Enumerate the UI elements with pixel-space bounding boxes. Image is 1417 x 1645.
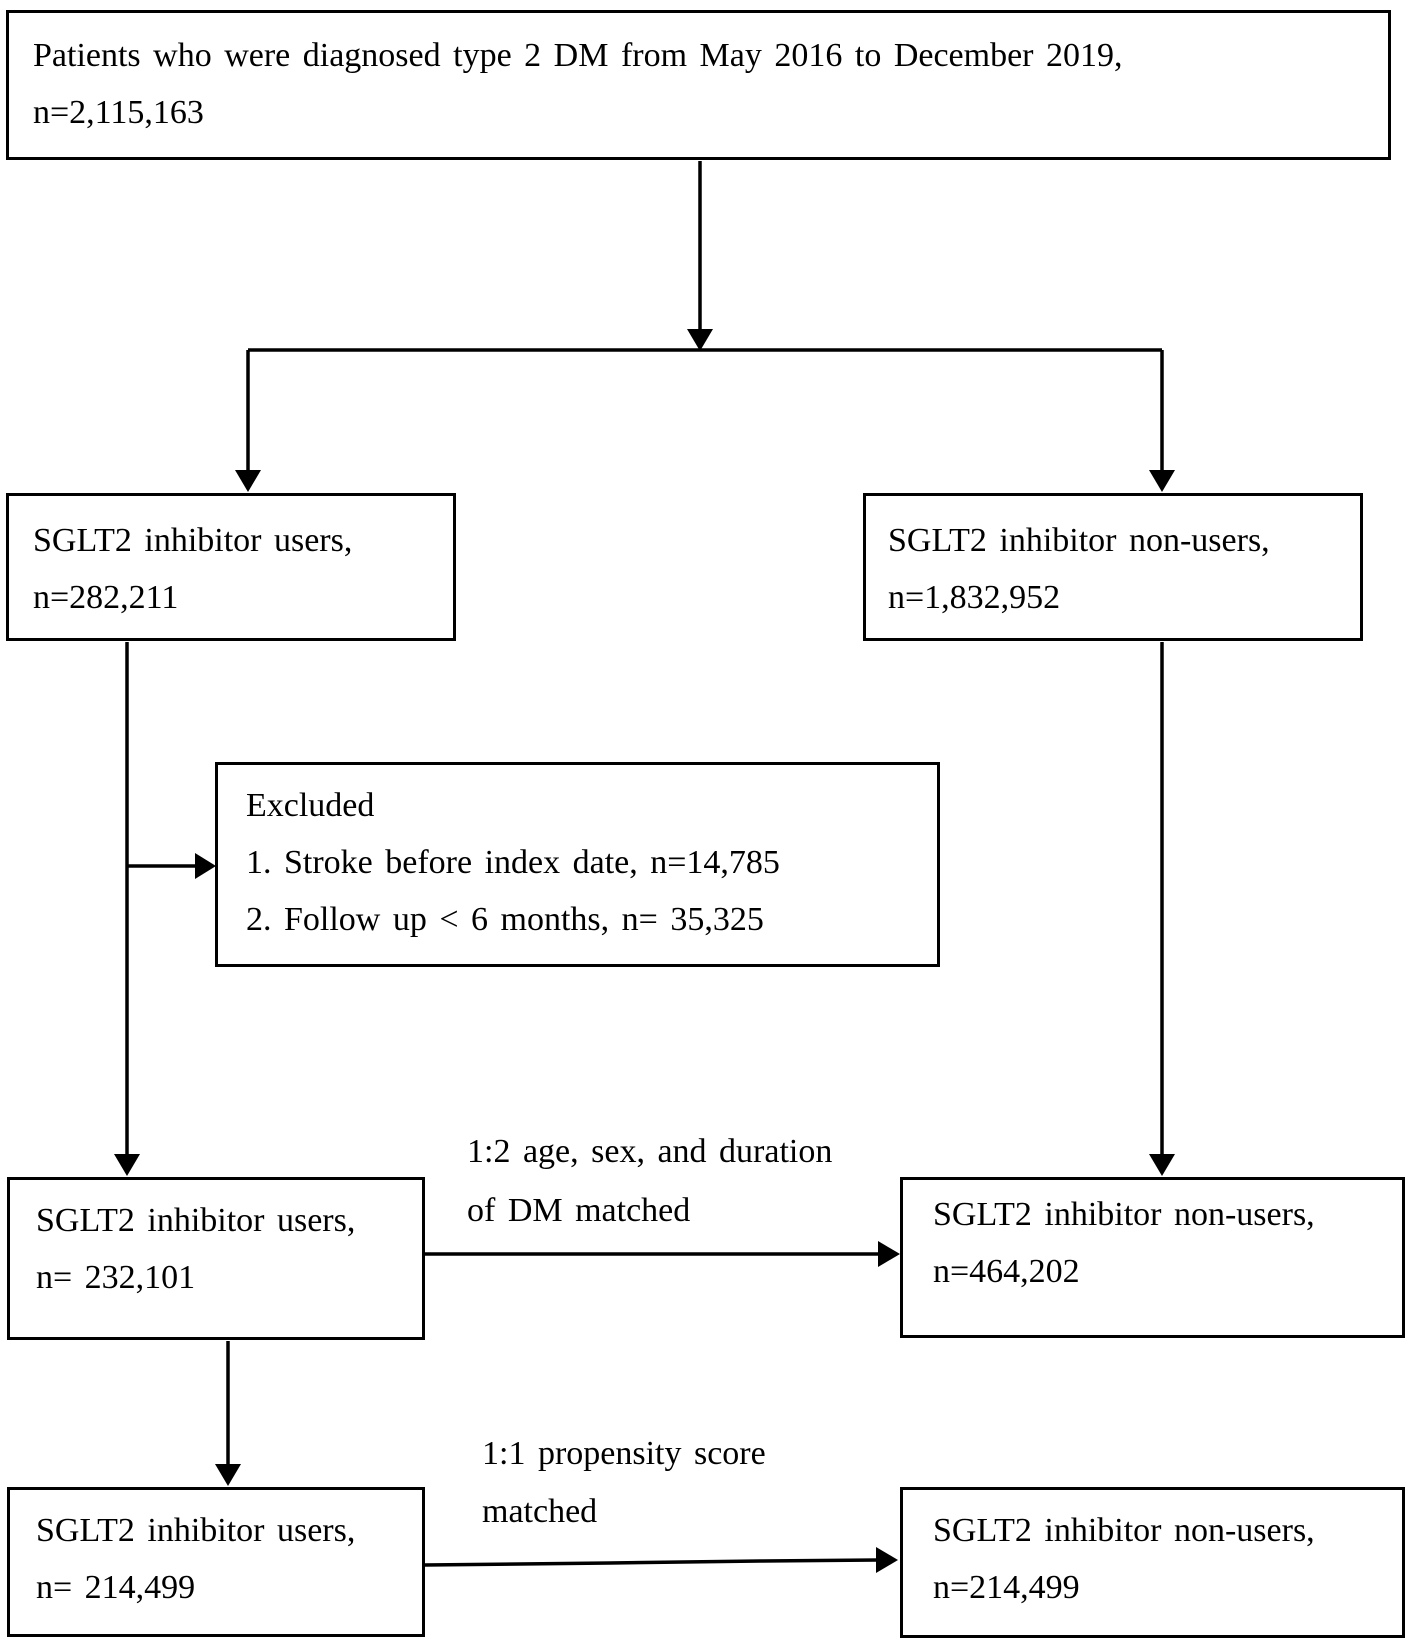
box-sglt2-users-matched-1-2: SGLT2 inhibitor users, n= 232,101: [7, 1177, 425, 1340]
box-excluded: Excluded 1. Stroke before index date, n=…: [215, 762, 940, 967]
box-patients-total-text: Patients who were diagnosed type 2 DM fr…: [33, 37, 1123, 74]
label-1-1-matching-line1: 1:1 propensity score: [482, 1435, 766, 1472]
arrowhead-matched-1-1: [876, 1547, 898, 1573]
box-sglt2-nonusers-initial-text: SGLT2 inhibitor non-users,: [888, 522, 1270, 559]
box-sglt2-users-matched-1-1-text: SGLT2 inhibitor users,: [36, 1512, 356, 1549]
arrowhead-nonusers-matched-1-2: [1149, 1154, 1175, 1176]
box-sglt2-nonusers-matched-1-1-text: SGLT2 inhibitor non-users,: [933, 1512, 1315, 1549]
arrowhead-excluded: [195, 853, 216, 879]
box-sglt2-nonusers-initial-count: n=1,832,952: [888, 579, 1061, 616]
arrowhead-top-split: [687, 329, 713, 351]
box-sglt2-nonusers-matched-1-2-text: SGLT2 inhibitor non-users,: [933, 1196, 1315, 1233]
label-1-2-matching-line2: of DM matched: [467, 1192, 691, 1229]
arrowhead-users-matched-1-1: [215, 1464, 241, 1486]
box-sglt2-users-initial-count: n=282,211: [33, 579, 179, 616]
arrowhead-matched-1-2: [878, 1241, 900, 1267]
excluded-item-2: 2. Follow up < 6 months, n= 35,325: [246, 901, 764, 938]
box-sglt2-nonusers-matched-1-1-count: n=214,499: [933, 1569, 1080, 1606]
box-sglt2-users-matched-1-2-count: n= 232,101: [36, 1259, 196, 1296]
box-sglt2-nonusers-matched-1-2-count: n=464,202: [933, 1253, 1080, 1290]
box-sglt2-users-initial-text: SGLT2 inhibitor users,: [33, 522, 353, 559]
excluded-item-1: 1. Stroke before index date, n=14,785: [246, 844, 780, 881]
label-1-1-matching-line2: matched: [482, 1493, 598, 1530]
line-matched-1-1: [424, 1558, 879, 1567]
excluded-title: Excluded: [246, 787, 375, 824]
box-sglt2-nonusers-matched-1-1: SGLT2 inhibitor non-users, n=214,499: [900, 1487, 1405, 1638]
label-1-2-matching: 1:2 age, sex, and duration of DM matched: [467, 1122, 832, 1240]
box-sglt2-nonusers-initial: SGLT2 inhibitor non-users, n=1,832,952: [863, 493, 1363, 641]
box-sglt2-users-matched-1-1: SGLT2 inhibitor users, n= 214,499: [7, 1487, 425, 1637]
arrowhead-users-initial: [235, 470, 261, 492]
box-patients-total: Patients who were diagnosed type 2 DM fr…: [6, 10, 1391, 160]
label-1-1-matching: 1:1 propensity score matched: [482, 1425, 766, 1541]
box-patients-total-count: n=2,115,163: [33, 94, 204, 131]
box-sglt2-users-matched-1-1-count: n= 214,499: [36, 1569, 196, 1606]
box-sglt2-nonusers-matched-1-2: SGLT2 inhibitor non-users, n=464,202: [900, 1177, 1405, 1338]
arrowhead-users-matched-1-2: [114, 1154, 140, 1176]
label-1-2-matching-line1: 1:2 age, sex, and duration: [467, 1133, 833, 1170]
box-sglt2-users-initial: SGLT2 inhibitor users, n=282,211: [6, 493, 456, 641]
arrowhead-nonusers-initial: [1149, 470, 1175, 492]
box-sglt2-users-matched-1-2-text: SGLT2 inhibitor users,: [36, 1202, 356, 1239]
